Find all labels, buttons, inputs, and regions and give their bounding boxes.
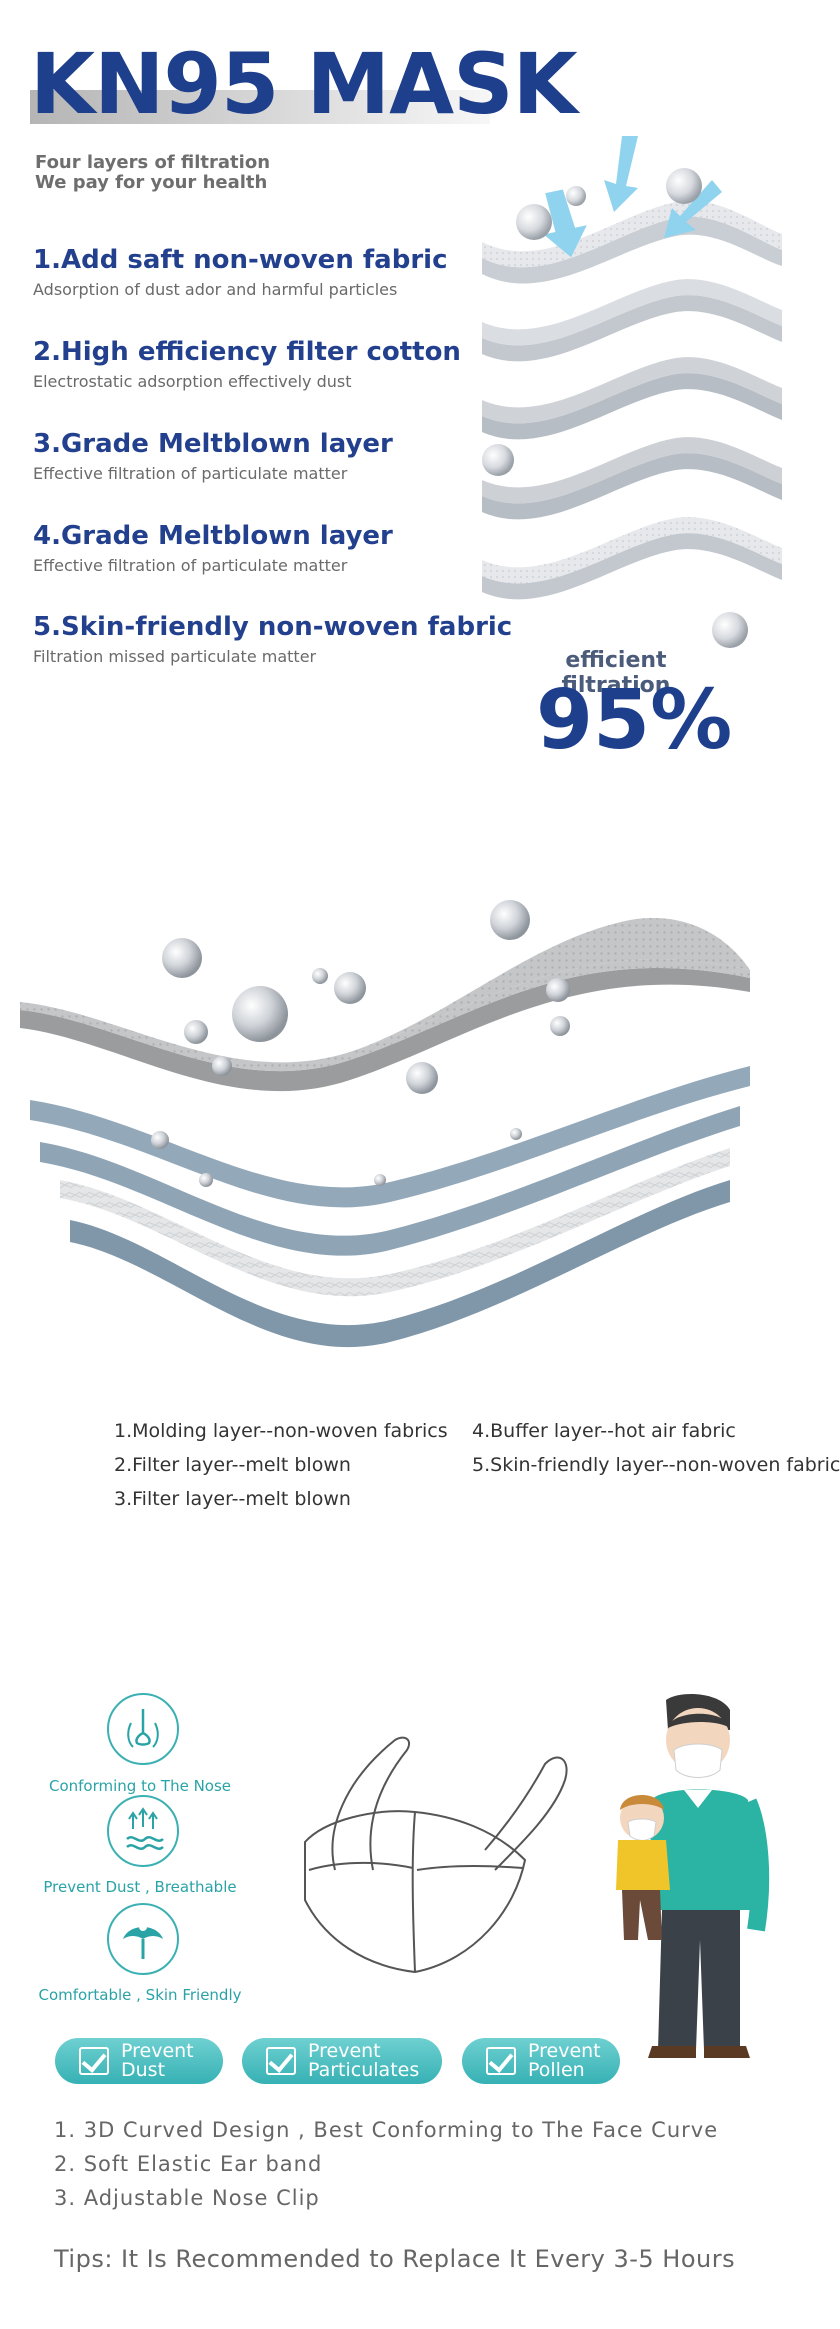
- droplet: [312, 968, 328, 984]
- droplet: [184, 1020, 208, 1044]
- check-icon: [79, 2047, 109, 2075]
- note-1: 1. 3D Curved Design , Best Conforming to…: [54, 2118, 719, 2142]
- feature-label-breathable: Prevent Dust , Breathable: [43, 1878, 237, 1896]
- layer-title: 1.Add saft non-woven fabric: [33, 245, 448, 275]
- layer-title: 2.High efficiency filter cotton: [33, 337, 461, 367]
- replacement-tip: Tips: It Is Recommended to Replace It Ev…: [54, 2245, 736, 2273]
- droplet: [374, 1174, 386, 1186]
- layer-sheet-4: [482, 437, 782, 520]
- layer-sheet-2: [482, 279, 782, 362]
- stack-layer-1: [20, 918, 750, 1092]
- legend-item-2: 2.Filter layer--melt blown: [114, 1454, 351, 1476]
- droplet: [490, 900, 530, 940]
- layer-item-2: 2.High efficiency filter cotton Electros…: [33, 337, 461, 391]
- filtration-caption: efficient filtration: [561, 648, 671, 698]
- feature-label-nose: Conforming to The Nose: [48, 1777, 232, 1795]
- title-highlight-band: [30, 90, 490, 124]
- droplet: [566, 186, 586, 206]
- droplet: [334, 972, 366, 1004]
- stack-layer-3: [40, 1106, 740, 1256]
- layer-desc: Effective filtration of particulate matt…: [33, 556, 348, 576]
- mask-layers-stack-illustration: [20, 900, 750, 1348]
- tagline-line-2: We pay for your health: [35, 171, 268, 193]
- droplet: [406, 1062, 438, 1094]
- droplet: [162, 938, 202, 978]
- layer-sheet-3: [482, 357, 782, 440]
- droplet: [666, 168, 702, 204]
- layer-desc: Adsorption of dust ador and harmful part…: [33, 280, 398, 300]
- layer-title: 3.Grade Meltblown layer: [33, 429, 393, 459]
- stack-layer-5: [70, 1180, 730, 1348]
- check-icon: [266, 2047, 296, 2075]
- droplet: [712, 612, 748, 648]
- note-3: 3. Adjustable Nose Clip: [54, 2186, 320, 2210]
- legend-item-1: 1.Molding layer--non-woven fabrics: [114, 1420, 448, 1442]
- stack-layer-4: [60, 1148, 730, 1297]
- stack-layer-2: [30, 1066, 750, 1208]
- layer-item-1: 1.Add saft non-woven fabric Adsorption o…: [33, 245, 448, 299]
- tagline-line-1: Four layers of filtration: [35, 152, 271, 173]
- parent-and-child-illustration: [616, 1694, 770, 2058]
- droplet: [550, 1016, 570, 1036]
- layer-desc: Effective filtration of particulate matt…: [33, 464, 348, 484]
- badge-text: Prevent Pollen: [528, 2040, 601, 2081]
- layer-item-5: 5.Skin-friendly non-woven fabric Filtrat…: [33, 612, 512, 666]
- droplet: [482, 444, 514, 476]
- nose-icon: [107, 1693, 179, 1765]
- filtration-value: 95%: [536, 673, 733, 768]
- tagline: Four layers of filtration We pay for you…: [35, 153, 270, 193]
- legend-item-3: 3.Filter layer--melt blown: [114, 1488, 351, 1510]
- droplet: [151, 1131, 169, 1149]
- layer-item-3: 3.Grade Meltblown layer Effective filtra…: [33, 429, 393, 483]
- badge-prevent-particulates: Prevent Particulates: [242, 2038, 442, 2084]
- badge-text: Prevent Particulates: [308, 2040, 420, 2081]
- layer-desc: Filtration missed particulate matter: [33, 647, 317, 667]
- breathable-icon: [107, 1795, 179, 1867]
- legend-item-5: 5.Skin-friendly layer--non-woven fabric: [472, 1454, 840, 1476]
- badge-text: Prevent Dust: [121, 2040, 194, 2081]
- page-title: KN95 MASK: [30, 35, 578, 133]
- droplet: [232, 986, 288, 1042]
- badge-prevent-dust: Prevent Dust: [55, 2038, 223, 2084]
- filter-layers-illustration: [482, 136, 782, 648]
- droplet: [199, 1173, 213, 1187]
- check-icon: [486, 2047, 516, 2075]
- droplet: [516, 204, 552, 240]
- layer-desc: Electrostatic adsorption effectively dus…: [33, 372, 352, 392]
- layer-sheet-5: [482, 517, 782, 600]
- droplet: [212, 1056, 232, 1076]
- badge-prevent-pollen: Prevent Pollen: [462, 2038, 620, 2084]
- adult-figure: [648, 1694, 770, 2058]
- note-2: 2. Soft Elastic Ear band: [54, 2152, 323, 2176]
- feature-label-comfort: Comfortable , Skin Friendly: [38, 1986, 242, 2004]
- layer-title: 5.Skin-friendly non-woven fabric: [33, 612, 513, 642]
- layer-title: 4.Grade Meltblown layer: [33, 521, 393, 551]
- droplet: [546, 978, 570, 1002]
- layer-sheet-1: [482, 200, 782, 284]
- droplet: [510, 1128, 522, 1140]
- layer-item-4: 4.Grade Meltblown layer Effective filtra…: [33, 521, 393, 575]
- airflow-arrows: [543, 136, 722, 258]
- child-figure: [616, 1795, 670, 1940]
- comfort-icon: [107, 1903, 179, 1975]
- legend-item-4: 4.Buffer layer--hot air fabric: [472, 1420, 736, 1442]
- mask-outline-illustration: [304, 1736, 568, 1974]
